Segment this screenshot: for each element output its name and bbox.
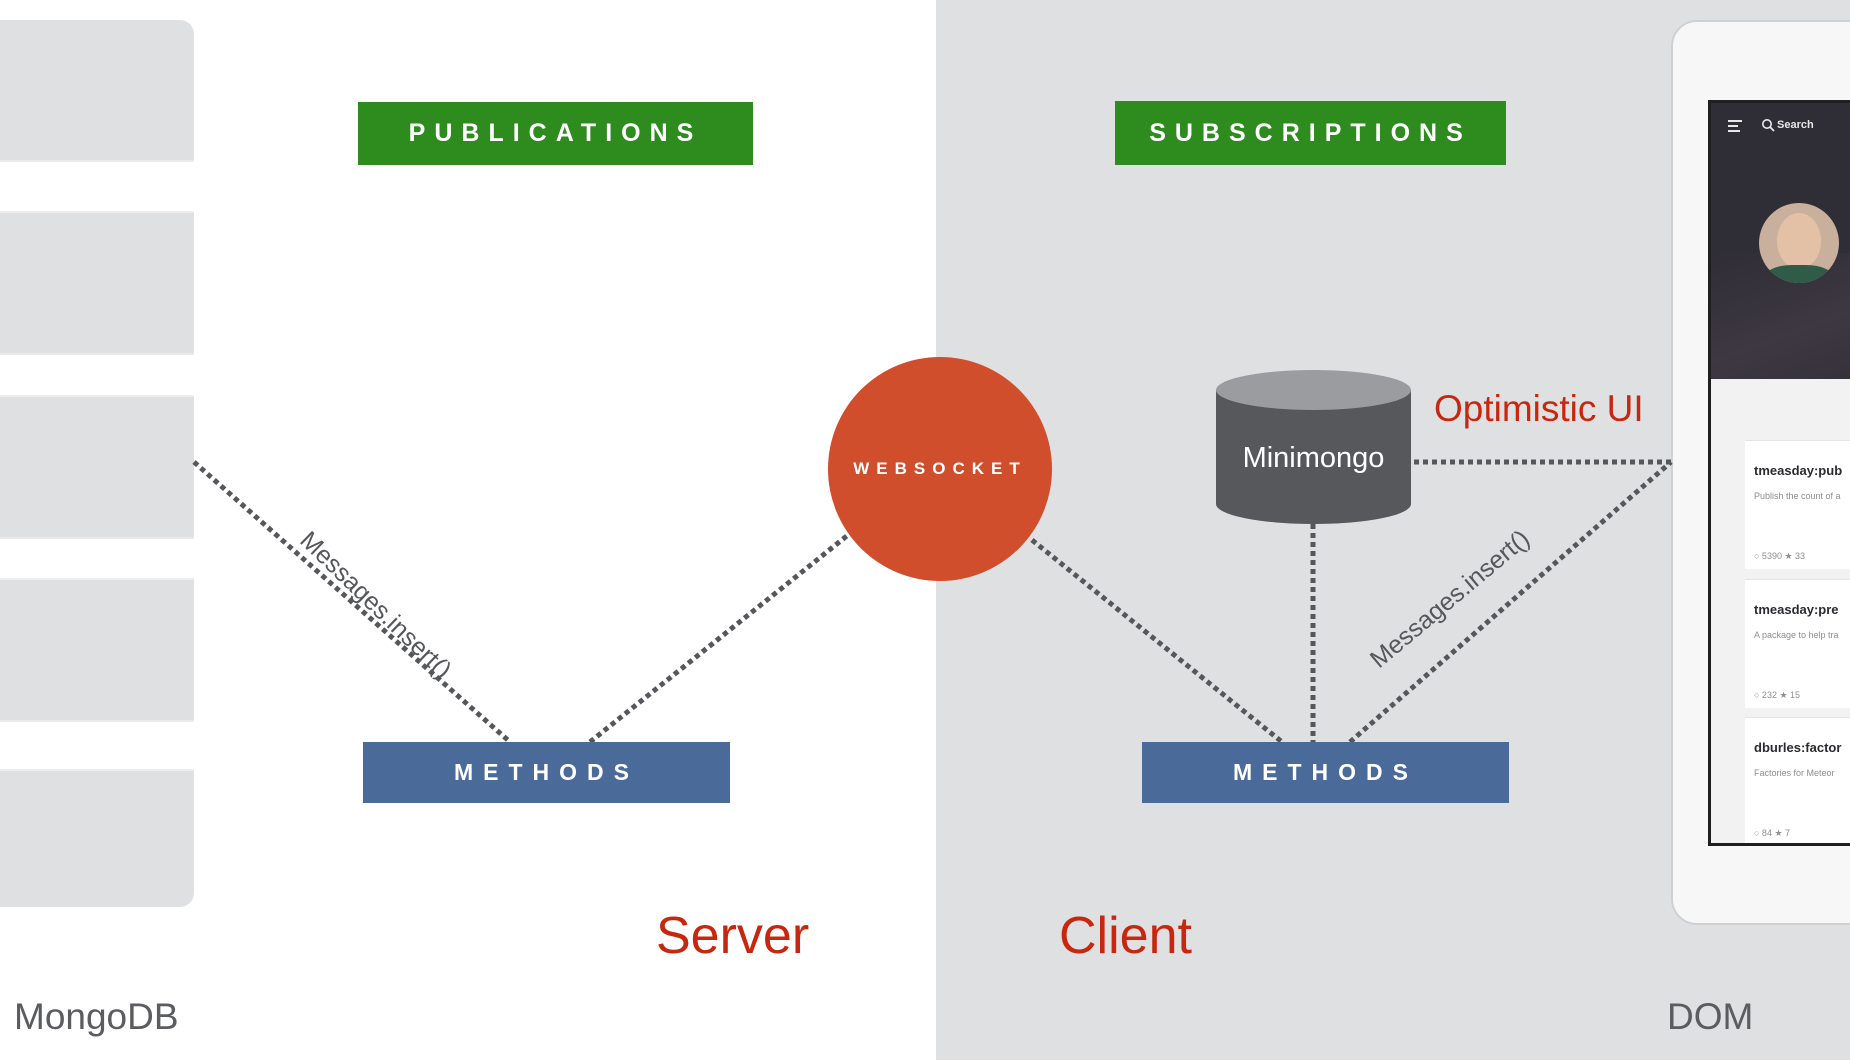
mongodb-block bbox=[0, 769, 194, 907]
package-card: tmeasday:pub Publish the count of a ○ 53… bbox=[1745, 440, 1850, 569]
avatar bbox=[1759, 203, 1839, 283]
card-title: tmeasday:pre bbox=[1754, 602, 1839, 617]
search-label: Search bbox=[1777, 119, 1814, 131]
server-label: Server bbox=[656, 907, 810, 965]
mongodb-label: MongoDB bbox=[14, 996, 179, 1037]
methods-to-websocket-line bbox=[588, 533, 850, 744]
mongodb-to-methods-line bbox=[192, 460, 512, 744]
card-description: Publish the count of a bbox=[1754, 491, 1841, 501]
minimongo-database: Minimongo bbox=[1216, 370, 1411, 524]
card-title: tmeasday:pub bbox=[1754, 463, 1843, 478]
menu-icon bbox=[1728, 120, 1742, 132]
dom-label: DOM bbox=[1667, 996, 1754, 1037]
package-card: dburles:factor Factories for Meteor ○ 84… bbox=[1745, 717, 1850, 843]
card-description: Factories for Meteor bbox=[1754, 768, 1835, 778]
mongodb-block bbox=[0, 578, 194, 722]
mongodb-block bbox=[0, 20, 194, 162]
tablet-screen: Search tmeasday:pub Publish the count of… bbox=[1708, 100, 1850, 846]
websocket-to-methods-line bbox=[1030, 538, 1284, 744]
tablet-header: Search bbox=[1711, 103, 1850, 379]
server-methods-label: METHODS bbox=[363, 742, 730, 803]
package-card: tmeasday:pre A package to help tra ○ 232… bbox=[1745, 579, 1850, 708]
minimongo-label: Minimongo bbox=[1242, 442, 1385, 474]
card-title: dburles:factor bbox=[1754, 740, 1842, 755]
search-icon bbox=[1762, 119, 1775, 132]
mongodb-block bbox=[0, 211, 194, 355]
methods-to-dom-line bbox=[1348, 460, 1673, 744]
subscriptions-label: SUBSCRIPTIONS bbox=[1115, 101, 1506, 165]
publications-label: PUBLICATIONS bbox=[358, 102, 753, 165]
card-stats: ○ 84 ★ 7 bbox=[1754, 828, 1791, 838]
optimistic-ui-label: Optimistic UI bbox=[1434, 388, 1644, 429]
client-label: Client bbox=[1059, 907, 1192, 965]
card-stats: ○ 5390 ★ 33 bbox=[1754, 551, 1806, 561]
client-methods-label: METHODS bbox=[1142, 742, 1509, 803]
mongodb-block bbox=[0, 395, 194, 539]
card-description: A package to help tra bbox=[1754, 630, 1839, 640]
websocket-node: WEBSOCKET bbox=[828, 357, 1052, 581]
card-stats: ○ 232 ★ 15 bbox=[1754, 690, 1801, 700]
